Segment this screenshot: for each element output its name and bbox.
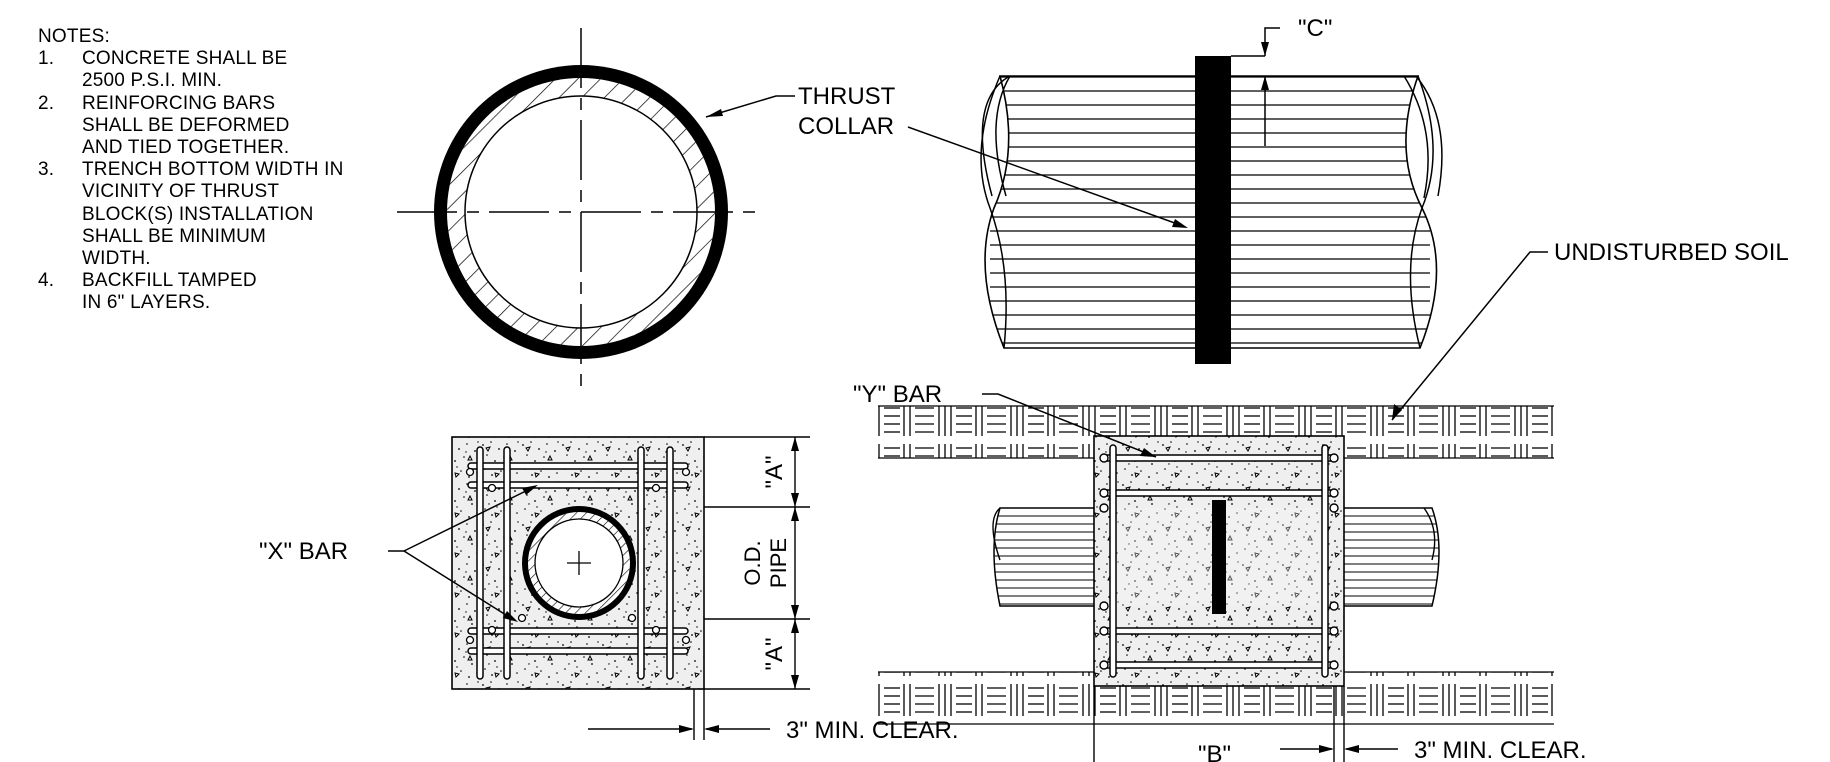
dim-a-bottom-label: "A" [761, 637, 788, 670]
notes-title: NOTES: [38, 26, 110, 47]
od-pipe-label: PIPE [766, 538, 791, 588]
block-section [451, 436, 705, 690]
note-number: 2. [38, 92, 55, 114]
thrust-collar-bar [1195, 56, 1231, 364]
dim-min-clear-left [588, 689, 770, 740]
note-text: REINFORCING BARS [82, 92, 276, 114]
x-bar-label: "X" BAR [259, 538, 348, 565]
dim-a-od [704, 436, 810, 690]
center-lines [397, 28, 762, 394]
y-bars [1103, 454, 1335, 669]
small-pipe-center [567, 551, 591, 575]
thrust-collar-label: COLLAR [798, 113, 894, 140]
note-text: WIDTH. [82, 248, 151, 270]
pipe-cross-section [397, 28, 762, 394]
trench-section [878, 405, 1554, 725]
note-number: 4. [38, 270, 55, 292]
note-text: BLOCK(S) INSTALLATION [82, 203, 314, 225]
x-bar-ends [465, 467, 691, 645]
note-text: BACKFILL TAMPED [82, 270, 257, 292]
note-text: AND TIED TOGETHER. [82, 137, 290, 159]
note-text: CONCRETE SHALL BE [82, 48, 288, 70]
od-pipe-label: O.D. [740, 540, 765, 585]
dim-b-label: "B" [1198, 741, 1231, 762]
thrust-collar-leaders [705, 95, 1188, 228]
x-bar-leaders [388, 485, 538, 622]
collar-in-block [1212, 500, 1226, 614]
notes-block: NOTES: 1. CONCRETE SHALL BE 2500 P.S.I. M… [38, 26, 344, 315]
bar-ends [1099, 453, 1339, 670]
min-clear-left-label: 3" MIN. CLEAR. [786, 717, 959, 744]
note-text: SHALL BE MINIMUM [82, 225, 267, 247]
pipe-side-view [980, 56, 1443, 364]
y-bar-label: "Y" BAR [853, 381, 942, 408]
dim-a-top-label: "A" [761, 455, 788, 488]
x-bars [467, 446, 689, 680]
note-text: SHALL BE DEFORMED [82, 114, 290, 136]
note-number: 1. [38, 48, 55, 70]
undisturbed-soil-label: UNDISTURBED SOIL [1554, 239, 1789, 266]
min-clear-right-label: 3" MIN. CLEAR. [1414, 737, 1587, 762]
note-text: VICINITY OF THRUST [82, 181, 280, 203]
dim-b [1093, 686, 1398, 762]
y-bar-leader [982, 393, 1157, 458]
dim-c [1231, 27, 1280, 146]
note-text: IN 6" LAYERS. [82, 292, 211, 314]
note-text: TRENCH BOTTOM WIDTH IN [82, 159, 344, 181]
note-text: 2500 P.S.I. MIN. [82, 70, 223, 92]
thrust-collar-label: THRUST [798, 83, 896, 110]
note-number: 3. [38, 159, 55, 181]
dim-c-label: "C" [1298, 15, 1332, 42]
vertical-bars [1109, 444, 1329, 678]
